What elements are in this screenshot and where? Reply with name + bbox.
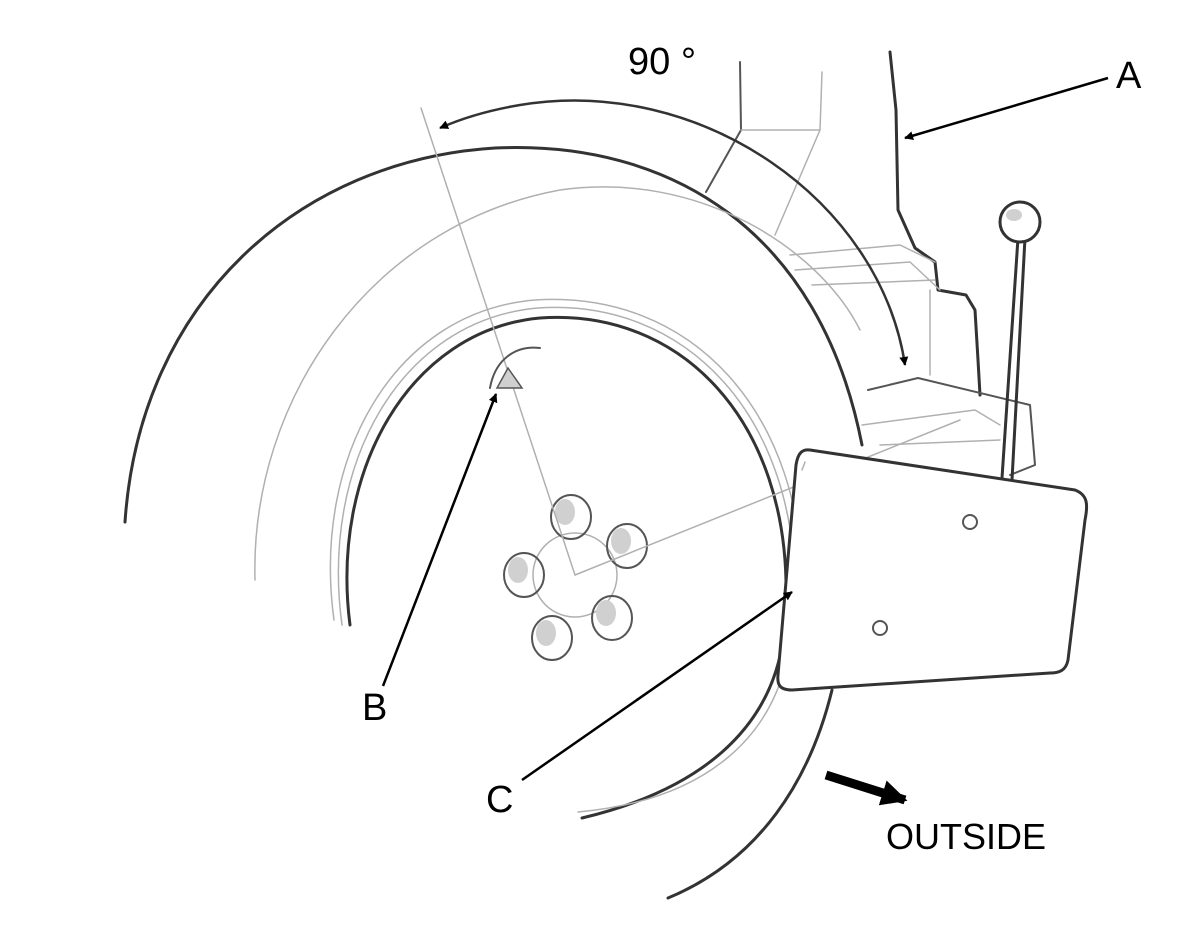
- lug-nut: [606, 523, 648, 569]
- callout-b-label: B: [362, 687, 387, 729]
- rim-edge: [345, 315, 788, 627]
- valve-stem: [489, 346, 541, 389]
- callout-a-leader: [904, 76, 1109, 141]
- tire-lower-arc: [666, 688, 834, 900]
- reference-line-diagonal: [574, 419, 961, 576]
- lug-nuts: [503, 494, 648, 661]
- angle-label: 90 °: [628, 41, 696, 83]
- lug-nut: [550, 494, 592, 540]
- gauge-knob: [998, 200, 1042, 244]
- rim-line-2: [329, 298, 804, 621]
- callout-b-leader: [381, 393, 498, 687]
- callout-c-label: C: [486, 779, 513, 821]
- callout-a-label: A: [1116, 55, 1142, 97]
- lug-nut: [591, 595, 633, 641]
- tire-outer-arc: [123, 146, 864, 524]
- gauge-plate: [776, 448, 1089, 692]
- hub-circle: [532, 532, 618, 618]
- rim-lower: [580, 638, 785, 820]
- lug-nut: [531, 615, 573, 661]
- callout-c-leader: [521, 590, 793, 782]
- rotation-arrow-90: [439, 99, 909, 366]
- rim-line-1: [337, 306, 796, 626]
- outside-direction-arrow: [824, 770, 908, 806]
- gauge-rod: [998, 200, 1042, 481]
- lug-nut: [503, 552, 545, 598]
- outside-label: OUTSIDE: [886, 816, 1046, 857]
